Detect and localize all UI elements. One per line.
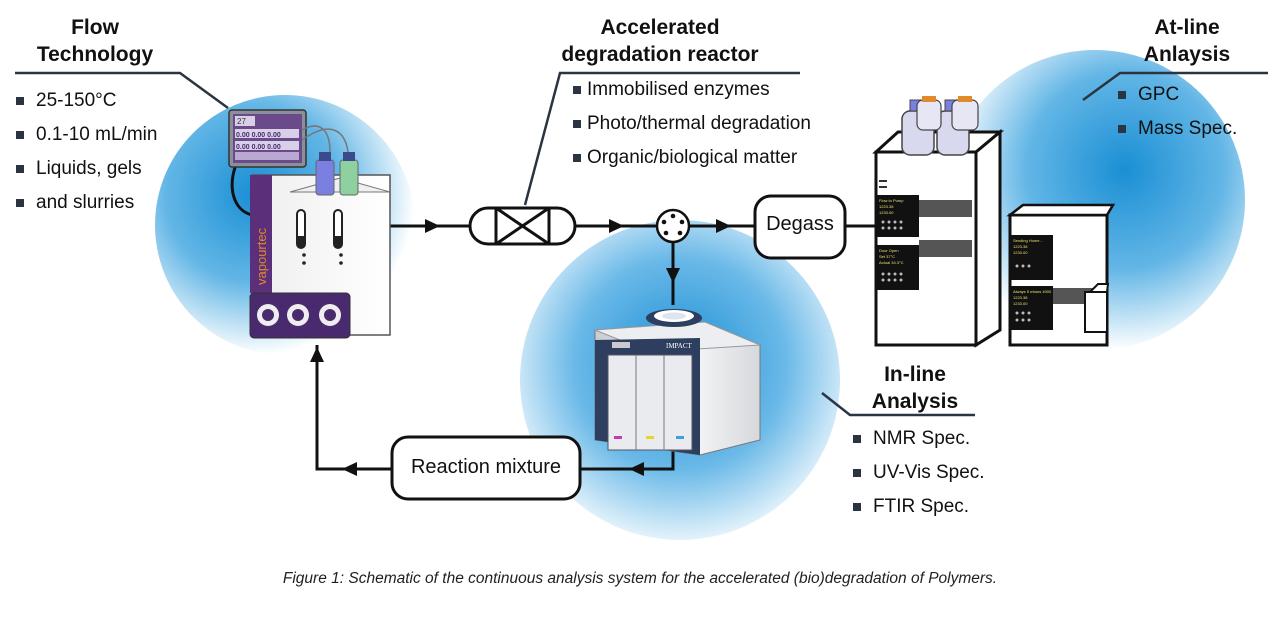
- vapourtec-brand-text: vapourtec: [254, 227, 269, 285]
- atline-item-massspec: Mass Spec.: [1118, 112, 1268, 146]
- sampling-valve-icon: [655, 208, 691, 244]
- arrow-5: [629, 462, 644, 476]
- arrow-1: [425, 219, 440, 233]
- flow-technology-heading: Flow Technology: [20, 14, 170, 68]
- flow-item-slurries: and slurries: [16, 186, 206, 220]
- arrow-4: [666, 268, 680, 283]
- reactor-heading: Accelerated degradation reactor: [540, 14, 780, 68]
- inline-heading: In-line Analysis: [850, 361, 980, 415]
- readout-1: 0.00: [236, 132, 250, 139]
- impact-instrument: [594, 309, 761, 456]
- hplc-screen-1-line2: 1223.38: [879, 204, 894, 209]
- reaction-mixture-box: [390, 435, 582, 501]
- degass-label: Degass: [766, 213, 834, 235]
- hplc-screen-2-line2: Set 37°C: [879, 254, 895, 259]
- reactor-callout-line: [523, 71, 800, 206]
- readout-2: 0.00: [251, 132, 266, 139]
- atline-callout-line: [1082, 71, 1268, 102]
- flow-technology-list: 25-150°C 0.1-10 mL/min Liquids, gels and…: [16, 84, 206, 220]
- flow-item-temperature: 25-150°C: [16, 84, 206, 118]
- hplc-screen-2-line3: Actual 34.3°C: [879, 260, 904, 265]
- hplc-stack: [872, 96, 1116, 348]
- hplc-screen-4-line3: 1233.00: [1013, 301, 1028, 306]
- atline-title-line1: At-line: [1154, 16, 1220, 39]
- inline-title-line1: In-line: [884, 363, 946, 386]
- impact-brand-text: IMPACT: [666, 342, 693, 350]
- arrow-6: [342, 462, 357, 476]
- inline-item-uvvis: UV-Vis Spec.: [853, 456, 1023, 490]
- readout-3: 0.00: [267, 132, 281, 139]
- hplc-screen-3-line1: Sending Home...: [1013, 238, 1043, 243]
- reactor-item-enzymes: Immobilised enzymes: [573, 73, 873, 107]
- readout-4: 0.00: [236, 144, 250, 151]
- reactor-item-photothermal: Photo/thermal degradation: [573, 107, 873, 141]
- reactor-list: Immobilised enzymes Photo/thermal degrad…: [573, 73, 873, 175]
- flow-item-flowrate: 0.1-10 mL/min: [16, 118, 206, 152]
- vapourtec-screen-value: 27: [237, 117, 246, 126]
- flow-technology-title-line1: Flow: [71, 16, 119, 39]
- arrow-2: [609, 219, 624, 233]
- flow-technology-title-line2: Technology: [36, 43, 154, 66]
- inline-title-line2: Analysis: [871, 390, 959, 413]
- figure-caption: Figure 1: Schematic of the continuous an…: [282, 570, 998, 587]
- hplc-screen-1-line3: 1233.00: [879, 210, 894, 215]
- hplc-screen-2-line1: Door Open: [879, 248, 899, 253]
- atline-heading: At-line Anlaysis: [1122, 14, 1252, 68]
- readout-5: 0.00: [251, 144, 266, 151]
- atline-title-line2: Anlaysis: [1143, 43, 1231, 66]
- hplc-screen-3-line3: 1233.00: [1013, 250, 1028, 255]
- inline-item-nmr: NMR Spec.: [853, 422, 1023, 456]
- arrow-7: [310, 347, 324, 362]
- readout-6: 0.00: [267, 144, 281, 151]
- hplc-screen-4-line1: Always 5 mbars 4000: [1013, 289, 1052, 294]
- degass-box: [753, 194, 847, 260]
- vapourtec-readouts: 0.00 0.00 0.00 0.00 0.00 0.00: [236, 130, 300, 154]
- reaction-mixture-label: Reaction mixture: [410, 456, 562, 478]
- atline-list: GPC Mass Spec.: [1118, 78, 1268, 146]
- inline-list: NMR Spec. UV-Vis Spec. FTIR Spec.: [853, 422, 1023, 524]
- arrow-3: [716, 219, 731, 233]
- atline-item-gpc: GPC: [1118, 78, 1268, 112]
- flow-item-liquids: Liquids, gels: [16, 152, 206, 186]
- hplc-screen-3-line2: 1223.38: [1013, 244, 1028, 249]
- mixture-to-pump: [315, 345, 392, 471]
- reactor-title-line2: degradation reactor: [561, 43, 759, 66]
- reactor-symbol: [468, 206, 577, 246]
- vapourtec-device: [228, 109, 391, 339]
- reactor-item-organic: Organic/biological matter: [573, 141, 873, 175]
- flow-callout-line: [15, 71, 229, 110]
- inline-item-ftir: FTIR Spec.: [853, 490, 1023, 524]
- inline-callout-line: [821, 392, 975, 417]
- hplc-screen-4-line2: 1223.38: [1013, 295, 1028, 300]
- hplc-screen-1-line1: Flow to Pump: [879, 198, 904, 203]
- reactor-title-line1: Accelerated: [600, 16, 720, 39]
